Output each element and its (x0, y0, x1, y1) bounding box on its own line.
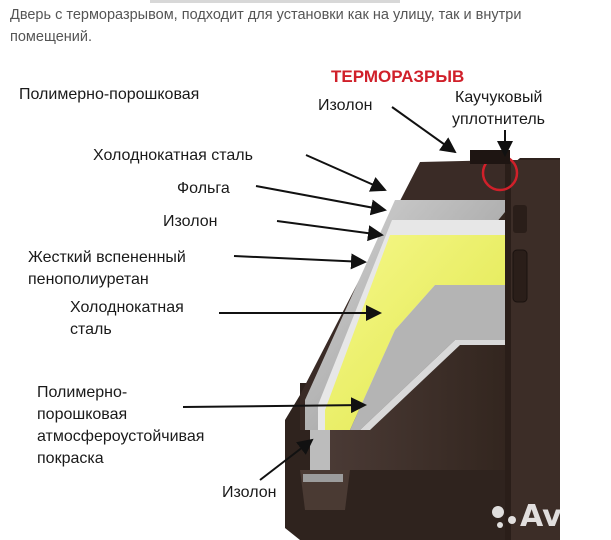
avito-logo-icon (492, 506, 504, 518)
label-cold-rolled-steel2-line1: Холоднокатная (70, 299, 184, 316)
leader-lines (182, 106, 513, 481)
door-hinge (512, 249, 528, 303)
label-paint-line1: Полимерно- (37, 384, 127, 401)
label-polymer-powder: Полимерно-порошковая (19, 86, 199, 103)
label-rubber-seal-line2: уплотнитель (452, 111, 545, 128)
faded-heading-bar (150, 0, 400, 3)
caption-text: Дверь с терморазрывом, подходит для уста… (10, 7, 522, 45)
label-paint-line3: атмосфероустойчивая (37, 428, 204, 445)
label-izolon-top: Изолон (318, 97, 372, 114)
label-pu-foam-line1: Жесткий вспененный (28, 249, 186, 266)
label-cold-rolled-steel: Холоднокатная сталь (93, 147, 253, 164)
label-izolon-bottom: Изолон (222, 484, 276, 501)
label-rubber-seal-line1: Каучуковый (455, 89, 542, 106)
label-cold-rolled-steel2-line2: сталь (70, 321, 112, 338)
label-thermal-break: ТЕРМОРАЗРЫВ (331, 67, 464, 86)
watermark-text: Avito (520, 499, 607, 534)
label-izolon-mid: Изолон (163, 213, 217, 230)
label-paint-line2: порошковая (37, 406, 127, 423)
label-paint-line4: покраска (37, 450, 104, 467)
label-foil: Фольга (177, 180, 230, 197)
label-pu-foam-line2: пенополиуретан (28, 271, 149, 288)
door-leaf-section (300, 160, 505, 510)
avito-watermark: Avito (492, 499, 607, 534)
